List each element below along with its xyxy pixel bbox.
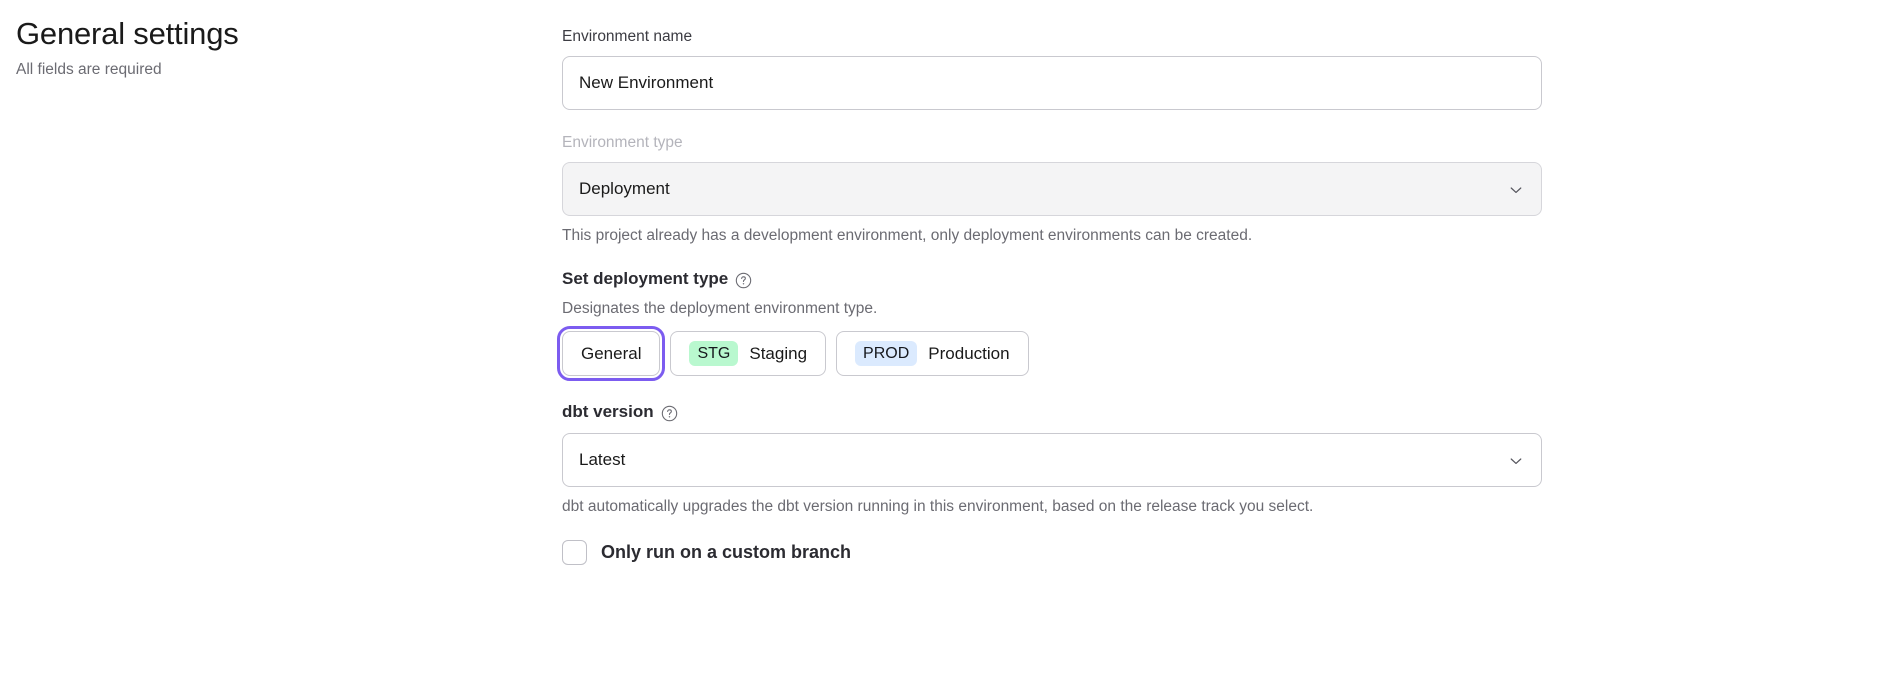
deployment-type-heading-text: Set deployment type	[562, 269, 729, 288]
help-circle-icon[interactable]	[735, 272, 752, 289]
page-subtitle: All fields are required	[16, 61, 162, 78]
environment-type-label: Environment type	[562, 134, 683, 151]
dbt-version-field: dbt version Latest dbt automatica	[562, 400, 1542, 518]
deployment-type-options: General STG Staging PROD Production	[556, 326, 1542, 381]
environment-type-field: Environment type Deployment This project…	[562, 132, 1542, 247]
page-title: General settings	[16, 16, 239, 51]
deployment-option-general-label: General	[581, 343, 642, 363]
chevron-down-icon	[1509, 453, 1523, 467]
production-badge: PROD	[855, 341, 918, 366]
dbt-version-label: dbt version	[562, 402, 654, 421]
chevron-down-icon	[1509, 182, 1523, 196]
custom-branch-label: Only run on a custom branch	[601, 542, 852, 562]
deployment-type-description: Designates the deployment environment ty…	[562, 300, 878, 317]
settings-header: General settings All fields are required	[16, 14, 516, 81]
deployment-option-general[interactable]: General	[556, 326, 666, 381]
custom-branch-row: Only run on a custom branch	[562, 540, 1542, 565]
environment-type-value: Deployment	[579, 179, 670, 198]
deployment-option-staging-label: Staging	[749, 343, 808, 363]
environment-name-label: Environment name	[562, 28, 693, 45]
environment-name-value: New Environment	[579, 73, 714, 92]
dbt-version-value: Latest	[579, 450, 626, 469]
deployment-option-staging[interactable]: STG Staging	[670, 331, 827, 376]
deployment-option-production[interactable]: PROD Production	[836, 331, 1029, 376]
deployment-type-heading: Set deployment type	[562, 267, 1542, 291]
environment-type-select[interactable]: Deployment	[562, 162, 1542, 216]
custom-branch-checkbox[interactable]	[562, 540, 587, 565]
environment-name-field: Environment name New Environment	[562, 26, 1542, 110]
settings-form: Environment name New Environment Environ…	[556, 26, 1542, 565]
deployment-option-production-label: Production	[928, 343, 1010, 363]
help-circle-icon[interactable]	[661, 405, 678, 422]
dbt-version-select[interactable]: Latest	[562, 433, 1542, 487]
dbt-version-heading: dbt version	[562, 400, 1542, 424]
environment-type-helper: This project already has a development e…	[562, 227, 1253, 244]
environment-name-input[interactable]: New Environment	[562, 56, 1542, 110]
dbt-version-helper: dbt automatically upgrades the dbt versi…	[562, 498, 1314, 515]
deployment-type-field: Set deployment type Designates the deplo…	[556, 267, 1542, 381]
staging-badge: STG	[689, 341, 739, 366]
